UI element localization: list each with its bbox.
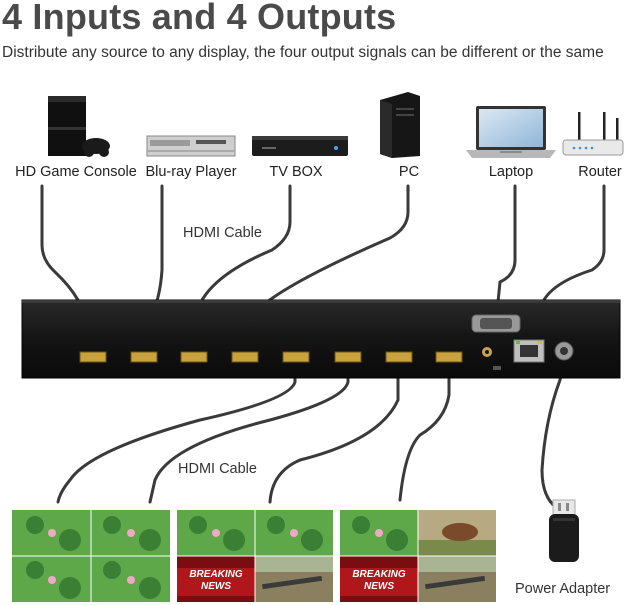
display-3-quad bbox=[340, 510, 496, 602]
rs232-port bbox=[471, 314, 521, 333]
display-1-tile bbox=[12, 510, 91, 556]
page-subtitle: Distribute any source to any display, th… bbox=[2, 44, 604, 61]
cable-out-2 bbox=[148, 366, 350, 504]
power-adapter-icon bbox=[549, 499, 579, 562]
power-adapter-label: Power Adapter bbox=[515, 581, 611, 597]
news-text-display-3: BREAKING NEWS bbox=[352, 569, 406, 592]
cable-power bbox=[540, 360, 568, 522]
label-game-console: HD Game Console bbox=[15, 164, 137, 180]
label-router: Router bbox=[578, 164, 622, 180]
display-1-quad bbox=[12, 510, 170, 602]
hdmi-cable-label-top: HDMI Cable bbox=[183, 225, 262, 241]
pc-tower-icon bbox=[380, 92, 420, 158]
label-bluray: Blu-ray Player bbox=[145, 164, 237, 180]
laptop-icon bbox=[466, 106, 556, 158]
page-title: 4 Inputs and 4 Outputs bbox=[2, 0, 397, 37]
display-2-quad bbox=[177, 510, 333, 602]
rj45-port bbox=[513, 339, 545, 363]
router-icon bbox=[562, 112, 624, 156]
cable-out-4 bbox=[398, 366, 451, 502]
game-console-icon bbox=[48, 96, 110, 157]
label-tvbox: TV BOX bbox=[269, 164, 323, 180]
hdmi-cable-label-bottom: HDMI Cable bbox=[178, 461, 257, 477]
matrix-switch-unit bbox=[21, 299, 621, 379]
cable-laptop bbox=[495, 184, 517, 314]
label-pc: PC bbox=[398, 164, 420, 180]
micro-usb-port bbox=[493, 366, 501, 370]
news-text-display-2: BREAKING NEWS bbox=[189, 569, 243, 592]
bluray-player-icon bbox=[146, 135, 236, 157]
label-laptop: Laptop bbox=[488, 164, 534, 180]
tvbox-icon bbox=[252, 136, 348, 156]
cable-out-3 bbox=[268, 366, 400, 504]
cable-out-1 bbox=[56, 366, 297, 504]
hdmi-input-ports bbox=[79, 351, 259, 363]
hdmi-output-ports bbox=[282, 351, 463, 363]
